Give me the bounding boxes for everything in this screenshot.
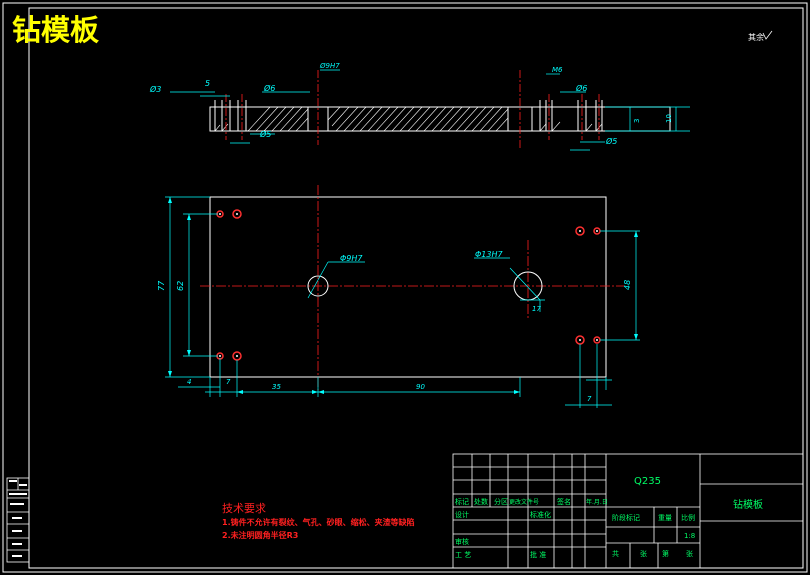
- section-hatching: [214, 106, 603, 132]
- dim-d6b: Ø6: [575, 83, 587, 93]
- dim-d5b: Ø5: [605, 136, 617, 146]
- tb-page-sheet: 张: [686, 549, 693, 558]
- dim-d6: Ø6: [263, 83, 275, 93]
- tb-check: 审核: [455, 537, 469, 546]
- tb-zone: 分区: [494, 497, 508, 506]
- tb-page: 第: [662, 549, 669, 558]
- dim-4: 4: [187, 378, 191, 386]
- dim-7b: 7: [587, 395, 592, 403]
- title-block: [452, 453, 804, 569]
- tb-design: 设计: [455, 510, 469, 519]
- tb-standardize: 标准化: [530, 510, 551, 519]
- tb-material: Q235: [634, 476, 661, 487]
- dim-17: 17: [532, 305, 541, 313]
- tb-change-doc: 更改文件号: [509, 498, 539, 506]
- tb-sheet: 张: [640, 549, 647, 558]
- tb-total: 共: [612, 549, 619, 558]
- side-strip: [6, 477, 30, 563]
- inner-border: [28, 7, 804, 569]
- dim-48: 48: [623, 280, 632, 290]
- tech-line-2: 2.未注明圆角半径R3: [222, 530, 298, 540]
- tb-weight: 重量: [658, 514, 672, 522]
- section-view: Ø3 5 Ø6 Ø9H7 M6 Ø6 Ø5 Ø5 3 10: [149, 62, 690, 151]
- plate-outline: [209, 196, 607, 378]
- dim-t10: 10: [665, 114, 673, 123]
- dim-hole-large: Φ13H7: [475, 250, 503, 259]
- roughness-note: 其余: [748, 32, 764, 42]
- hole-9h7: [307, 275, 329, 297]
- dim-hole-small: Φ9H7: [340, 254, 363, 263]
- dim-d3: Ø3: [149, 84, 161, 94]
- dim-35: 35: [272, 383, 281, 391]
- dim-m6: M6: [552, 66, 563, 74]
- tb-sign: 签名: [557, 497, 571, 506]
- tb-mark: 标记: [455, 497, 469, 506]
- tb-ratio: 比例: [681, 513, 695, 522]
- dim-7: 7: [226, 378, 231, 386]
- drawing-title: 钻模板: [12, 13, 100, 47]
- dim-h9h7: Ø9H7: [319, 62, 340, 70]
- tech-line-1: 1.铸件不允许有裂纹、气孔、砂眼、缩松、夹渣等缺陷: [222, 517, 415, 527]
- tb-part-name: 钻模板: [733, 498, 763, 511]
- tech-heading: 技术要求: [222, 502, 266, 515]
- tb-scale: 1:8: [684, 532, 695, 540]
- plan-view: 77 62 48 4 7 35 90 7 Φ9H7 Φ13H7 17: [157, 185, 640, 408]
- dim-90: 90: [416, 383, 425, 391]
- dim-62: 62: [176, 281, 185, 291]
- technical-requirements: 技术要求 1.铸件不允许有裂纹、气孔、砂眼、缩松、夹渣等缺陷 2.未注明圆角半径…: [222, 502, 415, 540]
- tb-process: 工 艺: [455, 551, 471, 559]
- dim-77: 77: [157, 280, 166, 291]
- dim-t3: 3: [633, 119, 641, 123]
- dim-d5: Ø5: [259, 129, 271, 139]
- tb-stage-mark: 阶段标记: [612, 513, 640, 522]
- tb-count: 处数: [474, 497, 488, 506]
- dim-w5: 5: [205, 79, 210, 88]
- tb-date: 年.月.日: [586, 498, 608, 506]
- tb-approve: 批 准: [530, 550, 546, 559]
- roughness-symbol-icon: [762, 30, 773, 40]
- small-holes: [216, 209, 601, 361]
